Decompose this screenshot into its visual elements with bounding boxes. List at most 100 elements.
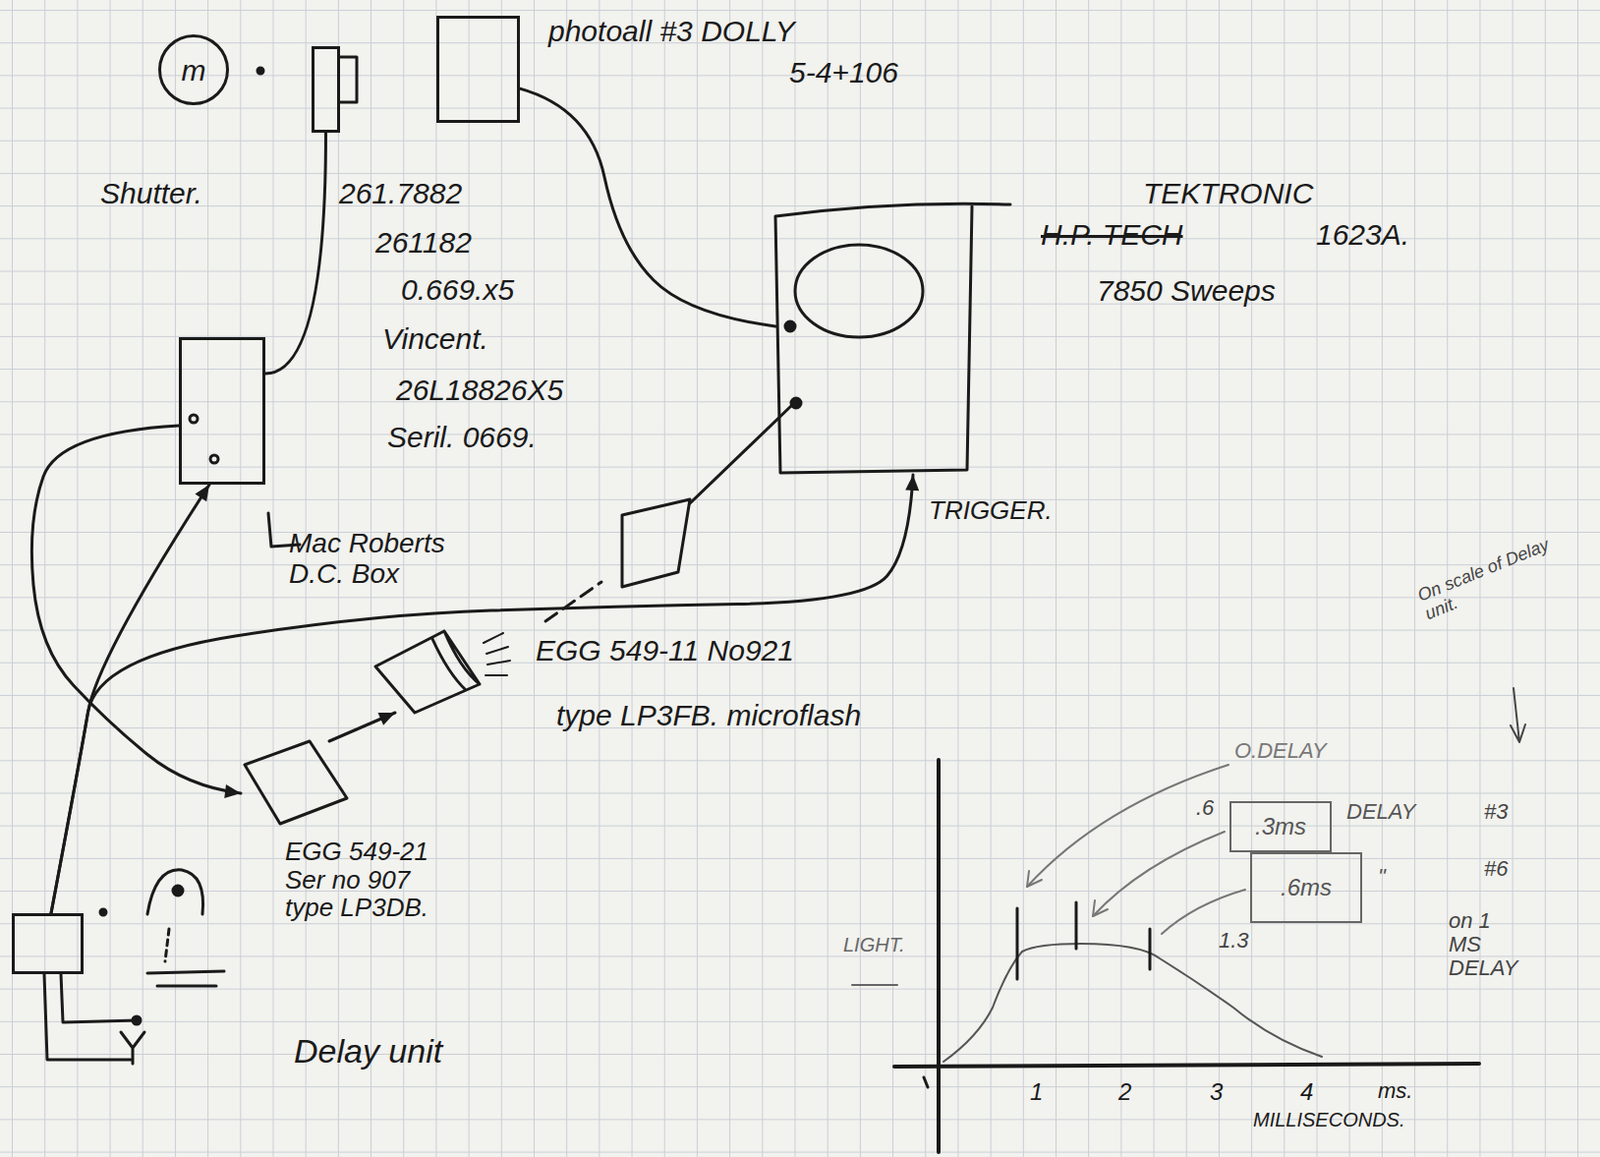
note-label: O.DELAY xyxy=(1234,739,1327,763)
wire-line xyxy=(519,88,776,327)
leader-line xyxy=(1027,764,1229,887)
note-label: 2 xyxy=(1118,1079,1132,1105)
mark xyxy=(852,983,898,986)
wire-line xyxy=(51,484,210,914)
arrow-head xyxy=(905,474,919,491)
note-label: .6 xyxy=(1196,796,1214,820)
outline xyxy=(375,628,492,713)
label-text: 1623A. xyxy=(1315,218,1410,251)
note-label: 261.7882 xyxy=(339,176,462,210)
terminal xyxy=(210,455,219,463)
flash-rays xyxy=(483,632,511,676)
note-label: LIGHT. xyxy=(843,933,906,956)
outline xyxy=(775,204,1011,475)
wire xyxy=(329,712,396,742)
scope-screen xyxy=(795,244,923,338)
y-axis xyxy=(936,759,941,1152)
power-pack xyxy=(244,741,347,824)
label-text: Delay unit xyxy=(293,1032,443,1070)
flash-head xyxy=(375,630,480,713)
x-axis xyxy=(894,1063,1480,1067)
dot xyxy=(257,67,264,74)
delay-box: .6ms xyxy=(1250,852,1363,923)
wire-line xyxy=(51,474,914,914)
label-text: 5-4+106 xyxy=(789,56,899,89)
note-label: DELAY xyxy=(1346,800,1417,824)
label-text: H.P. TECH xyxy=(1040,218,1183,251)
leader-line xyxy=(1092,831,1225,916)
down-arrow xyxy=(1510,687,1526,743)
label-text: photoall #3 DOLLY xyxy=(548,14,796,48)
note-label: on 1 MS DELAY xyxy=(1448,909,1528,981)
label-text: 7850 Sweeps xyxy=(1096,274,1276,307)
shutter-tab xyxy=(340,57,357,103)
dot xyxy=(100,909,107,915)
instrument-box: EGG 549-11 No921type LP3FB. microflash xyxy=(375,628,492,713)
label-text: .6ms xyxy=(1280,874,1332,901)
label-text: Mac Roberts D.C. Box xyxy=(288,528,486,590)
note-label: 261182 xyxy=(375,226,472,259)
outline-group xyxy=(244,741,347,824)
note-label: #3 xyxy=(1484,800,1508,824)
light-curve xyxy=(943,943,1322,1062)
outline-group xyxy=(375,630,511,713)
arrow-head xyxy=(378,712,396,726)
edge-label: TRIGGER. xyxy=(928,496,1053,525)
switch-wire xyxy=(44,973,138,1060)
note-label: ms. xyxy=(1377,1079,1413,1103)
label-text: m xyxy=(181,54,207,87)
outline xyxy=(240,739,349,826)
terminal xyxy=(189,414,198,423)
input-dot xyxy=(791,398,801,408)
wire-line xyxy=(329,712,396,742)
lamp-base xyxy=(147,971,225,986)
label-text: type LP3FB. microflash xyxy=(556,698,861,732)
tick xyxy=(923,1077,928,1087)
instrument-box: TEKTRONICH.P. TECH1623A.7850 Sweeps xyxy=(775,204,1011,475)
wire-line xyxy=(265,132,327,374)
wire xyxy=(51,484,210,914)
label-text: EGG 549-21 Ser no 907 type LP3DB. xyxy=(285,837,453,922)
note-label: 26L18826X5 xyxy=(396,373,564,406)
arrow-head xyxy=(194,484,210,502)
wire xyxy=(31,425,241,799)
note-label: 1.3 xyxy=(1218,928,1250,953)
note-label: 1 xyxy=(1029,1079,1043,1105)
instrument-box: EGG 549-21 Ser no 907 type LP3DB. xyxy=(240,739,349,826)
label-text: TEKTRONIC xyxy=(1142,176,1314,210)
note-label: Seril. 0669. xyxy=(387,420,537,454)
leader-line xyxy=(1161,889,1246,934)
outline-group xyxy=(775,203,1011,473)
wire xyxy=(51,474,919,914)
instrument-box: Mac Roberts D.C. Box xyxy=(178,337,266,485)
wire xyxy=(519,88,776,327)
note-label: #6 xyxy=(1484,857,1508,881)
meter-circle: m xyxy=(158,34,229,106)
wire xyxy=(265,132,327,374)
instrument-box: Delay unit xyxy=(11,913,84,974)
scope-outline xyxy=(775,203,1011,473)
note-label: 3 xyxy=(1209,1079,1223,1105)
note-label: MILLISECONDS. xyxy=(1253,1108,1405,1131)
light-ray xyxy=(545,581,602,622)
instrument-box: Shutter. xyxy=(311,46,341,133)
instrument-box: photoall #3 DOLLY5-4+106 xyxy=(436,15,520,123)
input-dot xyxy=(785,321,796,332)
note-label: 4 xyxy=(1300,1079,1314,1105)
lamp-beam xyxy=(165,928,170,962)
leader-head xyxy=(1027,870,1042,887)
lamp-dot xyxy=(172,885,183,896)
wire-line xyxy=(31,425,241,794)
lamp xyxy=(147,869,204,915)
leader-head xyxy=(1092,900,1108,916)
delay-box: .3ms xyxy=(1229,800,1332,853)
label-text: .3ms xyxy=(1255,813,1307,840)
label-text: EGG 549-11 No921 xyxy=(535,633,795,667)
signal-wire xyxy=(689,404,793,504)
key-symbol xyxy=(120,1031,145,1064)
note-label: On scale of Delay unit. xyxy=(1415,532,1567,625)
photocell xyxy=(622,499,690,587)
